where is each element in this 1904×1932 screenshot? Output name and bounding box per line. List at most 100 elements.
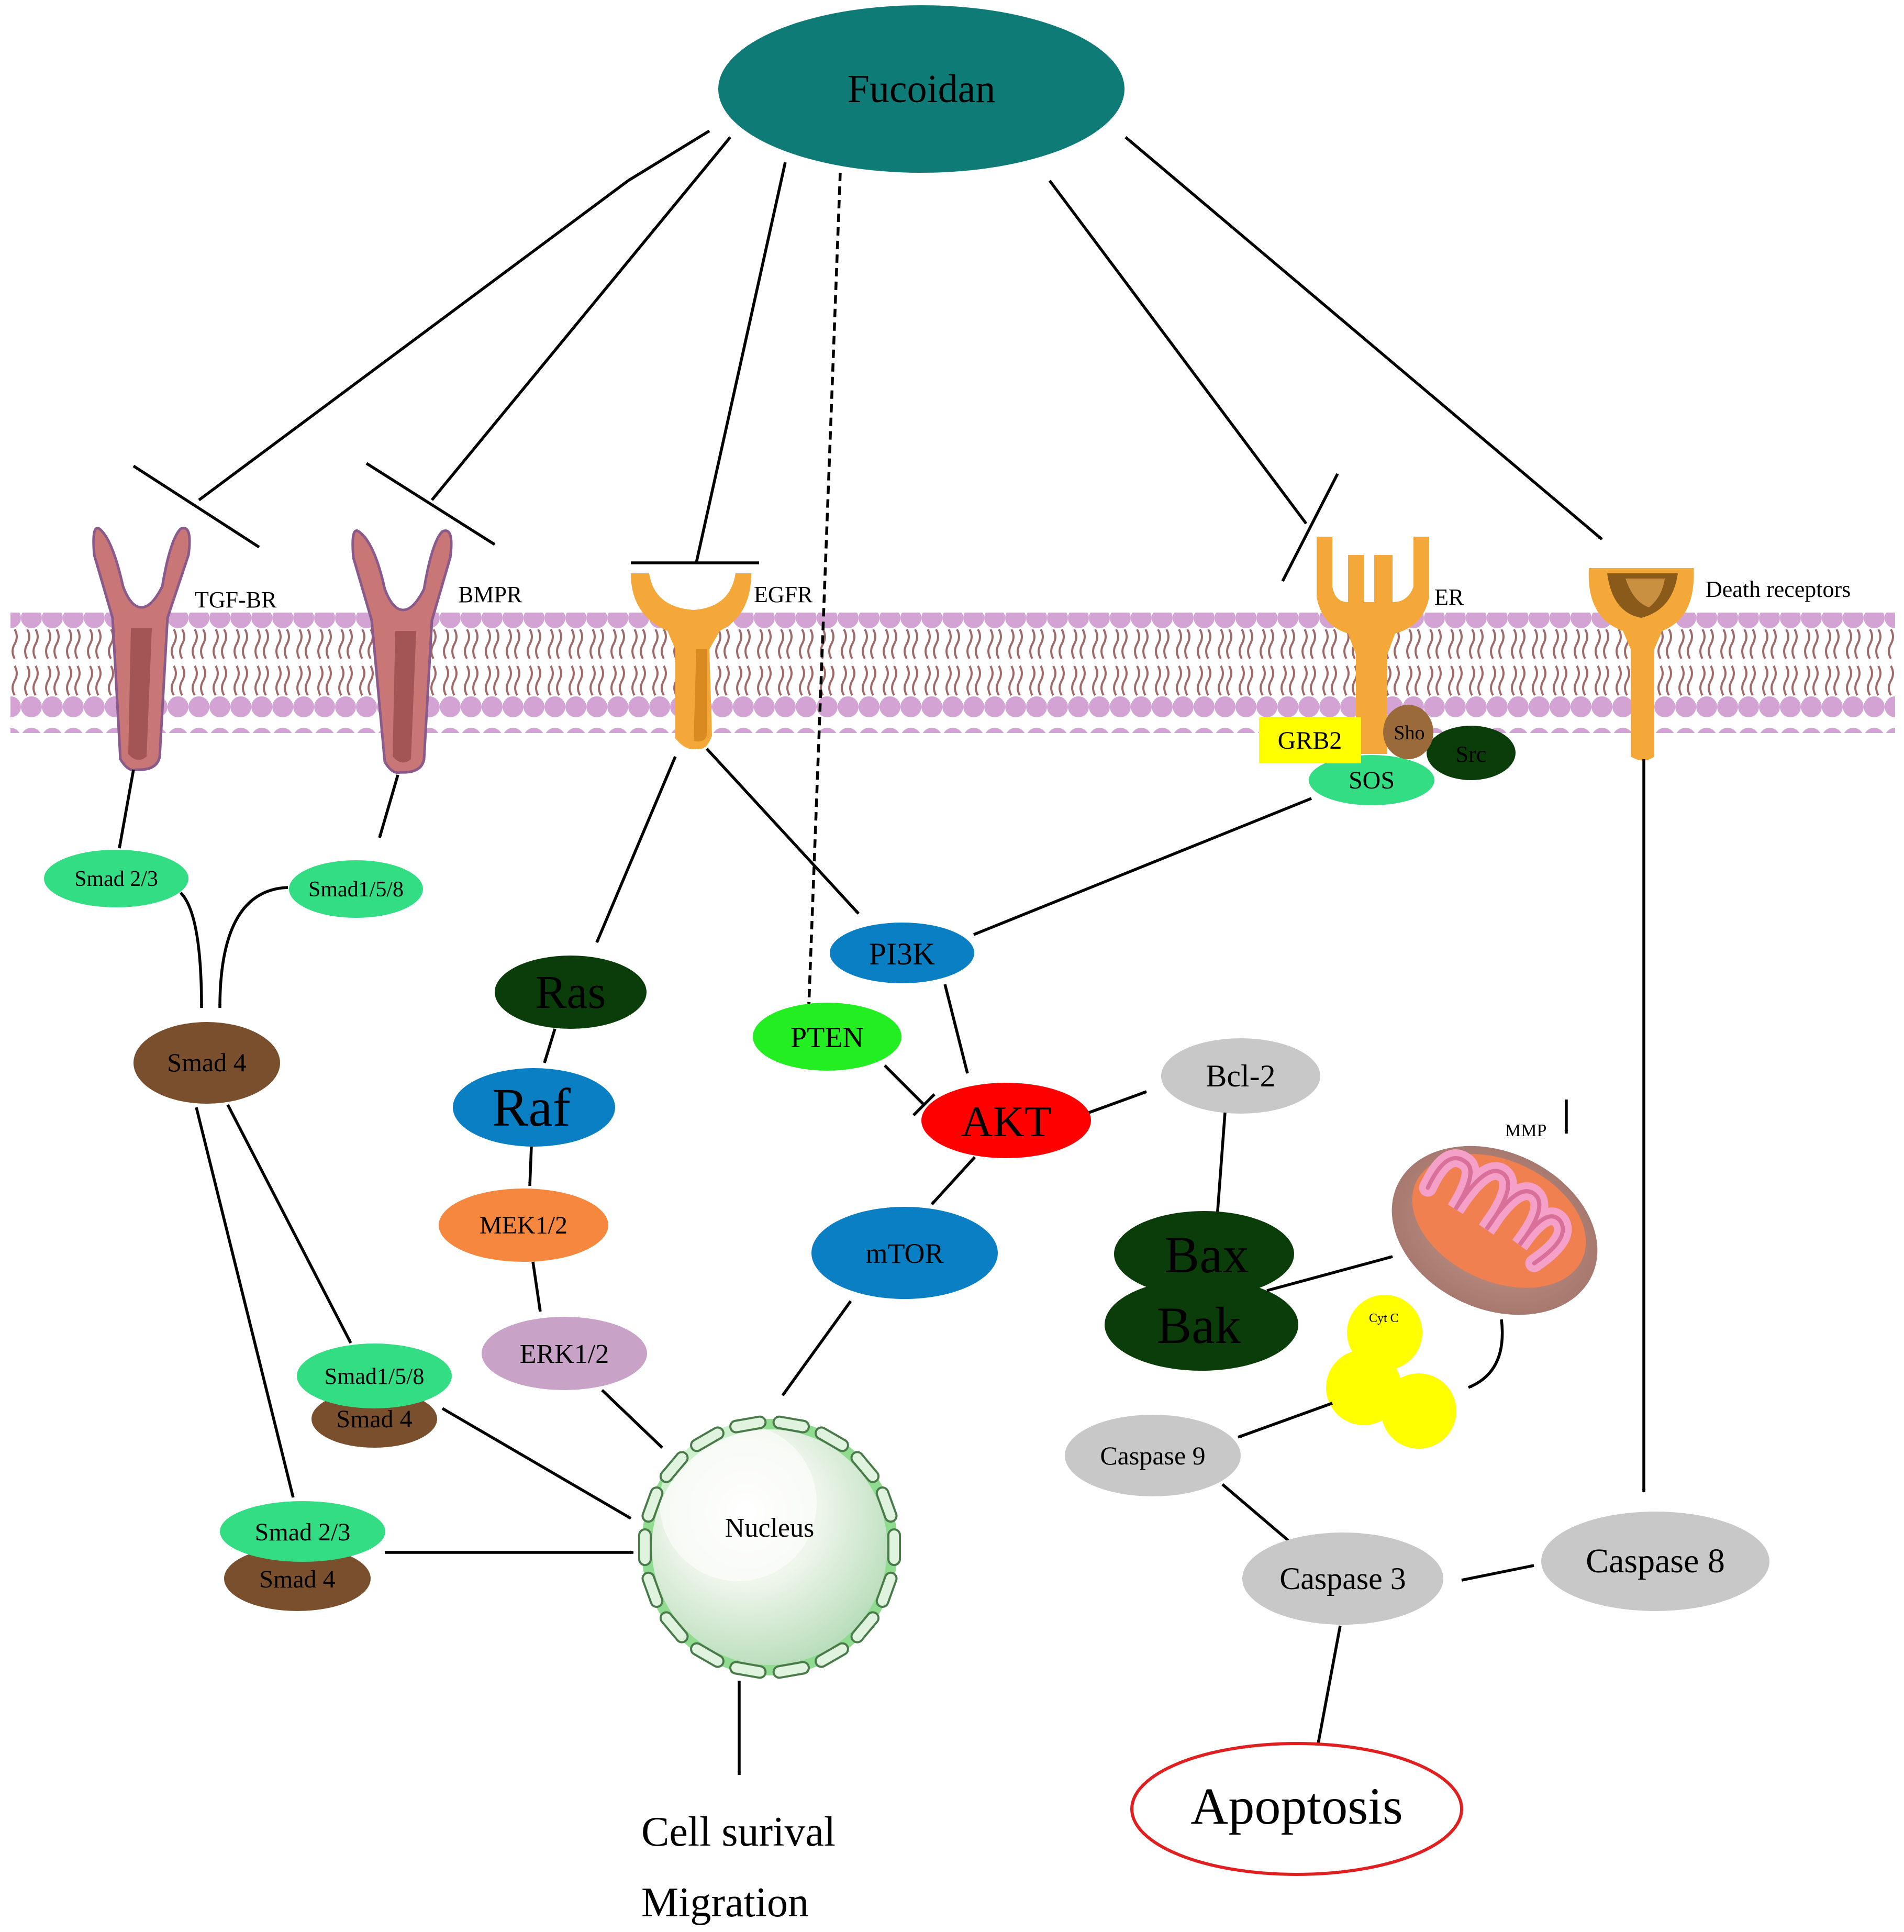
ras-label: Ras bbox=[536, 967, 606, 1018]
src-node bbox=[1427, 726, 1516, 780]
apoptosis-node bbox=[1130, 1742, 1463, 1876]
nuclear-pore bbox=[875, 1486, 898, 1523]
arrow-sos-pi3k bbox=[973, 797, 1312, 936]
erk-node bbox=[482, 1317, 647, 1390]
mtor-node bbox=[811, 1207, 998, 1299]
survival-label-line1: Cell surival bbox=[641, 1809, 836, 1855]
mtor-label: mTOR bbox=[865, 1238, 943, 1269]
bcl2-node bbox=[1161, 1038, 1320, 1114]
arrow-bax-mito bbox=[1266, 1255, 1393, 1292]
nuclear-pore bbox=[772, 1661, 810, 1679]
nuclear-pore bbox=[875, 1571, 898, 1608]
nuclear-pore bbox=[850, 1611, 880, 1644]
cell-membrane bbox=[10, 613, 1895, 733]
arrow-tgfbr-smad23 bbox=[118, 769, 135, 849]
bak-label: Bak bbox=[1156, 1296, 1241, 1354]
casp9-node bbox=[1065, 1415, 1241, 1496]
arrow-mtor-nucleus bbox=[781, 1300, 852, 1396]
bax-node bbox=[1114, 1211, 1294, 1297]
smad4-label: Smad 4 bbox=[167, 1048, 246, 1077]
sho-node bbox=[1383, 705, 1433, 759]
casp8-label: Caspase 8 bbox=[1586, 1542, 1725, 1580]
complex2-top-label: Smad 2/3 bbox=[255, 1518, 351, 1546]
pi3k-node bbox=[830, 923, 974, 983]
nuclear-pores bbox=[638, 1415, 901, 1679]
arrow-pi3k-akt bbox=[943, 984, 969, 1074]
nuclear-pore bbox=[772, 1415, 810, 1434]
grb2-label: GRB2 bbox=[1278, 727, 1342, 754]
egfr-receptor bbox=[631, 573, 751, 749]
arrow-casp8-casp3 bbox=[1461, 1564, 1534, 1582]
nuclear-pore bbox=[850, 1451, 880, 1483]
cytc-circle-3 bbox=[1381, 1373, 1456, 1449]
casp3-node bbox=[1242, 1533, 1443, 1625]
mek-node bbox=[439, 1189, 608, 1262]
pten-node bbox=[753, 1003, 901, 1071]
nuclear-pore bbox=[729, 1415, 767, 1434]
inhibit-line-tgfbr bbox=[627, 129, 710, 182]
bax-label: Bax bbox=[1164, 1226, 1249, 1284]
sos-node bbox=[1309, 755, 1434, 805]
inhibit-bar-er bbox=[1281, 473, 1339, 582]
casp9-label: Caspase 9 bbox=[1100, 1441, 1205, 1470]
arrow-smad23-smad4 bbox=[180, 892, 204, 1008]
tgfbr-label: TGF-BR bbox=[195, 587, 277, 613]
arrow-ras-raf bbox=[543, 1028, 556, 1063]
arrow-cytc-casp9 bbox=[1238, 1402, 1333, 1439]
arrow-bmpr-smad158 bbox=[378, 774, 399, 838]
nuclear-pore bbox=[659, 1611, 689, 1644]
nuclear-pore bbox=[690, 1642, 725, 1668]
activate-line-death bbox=[1124, 136, 1603, 541]
arrow-complex1-nucleus bbox=[441, 1407, 632, 1520]
nuclear-pore bbox=[690, 1426, 725, 1452]
nucleus-label: Nucleus bbox=[725, 1513, 814, 1543]
ras-node bbox=[495, 956, 647, 1029]
inhibit-pten-akt bbox=[884, 1064, 925, 1106]
arrow-mek-erk bbox=[531, 1261, 542, 1312]
death-receptor bbox=[1588, 568, 1694, 761]
grb2-box bbox=[1259, 717, 1361, 763]
complex2-smad4-node bbox=[224, 1546, 371, 1611]
mitochondrion bbox=[1391, 1146, 1598, 1315]
raf-node bbox=[453, 1068, 615, 1147]
inhibit-line-egfr bbox=[695, 162, 787, 563]
complex1-smad158-node bbox=[297, 1343, 452, 1408]
inhibit-line-bmpr bbox=[430, 136, 732, 501]
arrow-casp3-apoptosis bbox=[1317, 1625, 1342, 1744]
inhibit-bar-bmpr bbox=[365, 462, 496, 546]
nuclear-pore bbox=[638, 1528, 652, 1566]
nuclear-pore bbox=[887, 1528, 901, 1566]
src-label: Src bbox=[1456, 741, 1487, 767]
complex2-bottom-label: Smad 4 bbox=[259, 1565, 335, 1593]
tgfbr-shade bbox=[128, 628, 152, 760]
nuclear-pore bbox=[659, 1451, 689, 1483]
er-receptor bbox=[1317, 537, 1429, 754]
sos-label: SOS bbox=[1349, 767, 1395, 794]
dashed-line-pten bbox=[807, 172, 842, 1006]
smad23-label: Smad 2/3 bbox=[74, 867, 158, 891]
nuclear-pore bbox=[815, 1426, 849, 1452]
inhibit-bar-tgfbr bbox=[132, 464, 260, 549]
arrow-erk-nucleus bbox=[601, 1389, 663, 1449]
arrow-smad4-complex2 bbox=[195, 1107, 295, 1498]
smad4-node bbox=[133, 1022, 280, 1104]
smad158-node bbox=[289, 860, 423, 918]
smad158-label: Smad1/5/8 bbox=[308, 878, 404, 902]
bcl2-label: Bcl-2 bbox=[1206, 1059, 1275, 1093]
apoptosis-label: Apoptosis bbox=[1190, 1777, 1403, 1835]
mito-cristae-core bbox=[1426, 1156, 1565, 1265]
bmpr-shade bbox=[393, 631, 416, 763]
raf-label: Raf bbox=[492, 1078, 571, 1138]
akt-node bbox=[921, 1083, 1091, 1158]
nuclear-pore bbox=[641, 1486, 664, 1523]
arrow-smad158-smad4 bbox=[218, 886, 288, 1008]
erk-label: ERK1/2 bbox=[520, 1339, 609, 1369]
nuclear-pore bbox=[815, 1642, 849, 1668]
inhibit-bar-pten-akt bbox=[912, 1093, 936, 1116]
arrow-akt-bcl2 bbox=[1088, 1090, 1147, 1114]
egfr-label: EGFR bbox=[754, 582, 813, 607]
er-label: ER bbox=[1434, 584, 1464, 610]
arrow-egfr-pi3k bbox=[705, 748, 860, 915]
nuclear-pore bbox=[641, 1571, 664, 1608]
